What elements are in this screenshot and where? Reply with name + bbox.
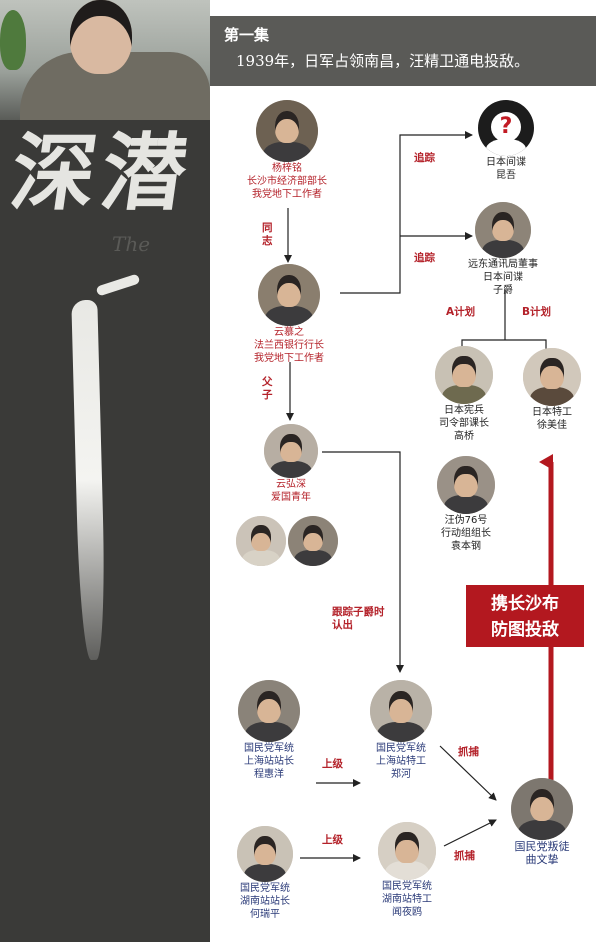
node-name: 杨梓铭 xyxy=(272,163,302,174)
edge-label-shangji-2: 上级 xyxy=(322,834,343,846)
edge-label-zhuizong-1: 追踪 xyxy=(414,152,435,164)
edge-label-zhuabu-1: 抓捕 xyxy=(458,746,479,758)
avatar-woman xyxy=(236,516,286,566)
edge-label-track-note: 跟踪子爵时认出 xyxy=(332,606,385,631)
edge-label-plan-a: A计划 xyxy=(446,306,476,318)
poster-title: 深潜 xyxy=(5,123,200,222)
avatar xyxy=(523,348,581,406)
unknown-person-icon: ? xyxy=(478,100,534,156)
poster-panel: 深潜 The xyxy=(0,0,210,942)
poster-plant xyxy=(0,10,26,70)
node-yunmu: 云慕之 法兰西银行行长 我党地下工作者 xyxy=(234,264,344,365)
avatar xyxy=(475,202,531,258)
edge-label-fuzi: 父子 xyxy=(262,376,273,401)
node-he: 国民党军统 湖南站站长 何瑞平 xyxy=(222,826,308,921)
node-gaoqiao: 日本宪兵 司令部课长 高桥 xyxy=(424,346,504,443)
node-yunhong: 云弘深 爱国青年 xyxy=(246,424,336,504)
poster-subtitle: The xyxy=(112,232,151,256)
edge-label-zhuizong-2: 追踪 xyxy=(414,252,435,264)
avatar xyxy=(437,456,495,514)
node-kunwu: ? 日本间谍 昆吾 xyxy=(466,100,546,182)
avatar xyxy=(237,826,293,882)
edge-label-shangji-1: 上级 xyxy=(322,758,343,770)
edge-label-plan-b: B计划 xyxy=(522,306,552,318)
node-yang: 杨梓铭 长沙市经济部部长 我党地下工作者 xyxy=(232,100,342,201)
defect-callout-box: 携长沙布 防图投敌 xyxy=(466,585,584,647)
node-wen: 国民党军统 湖南站特工 闻夜鸥 xyxy=(364,822,450,919)
brush-stroke xyxy=(71,299,107,661)
avatar xyxy=(264,424,318,478)
edge-wen-qu xyxy=(443,819,497,847)
poster-figure-head xyxy=(70,0,132,74)
avatar xyxy=(258,264,320,326)
node-qu: 国民党叛徒 曲文挚 xyxy=(500,778,584,866)
avatar xyxy=(378,822,436,880)
avatar xyxy=(256,100,318,162)
node-zijue: 远东通讯局董事 日本间谍 子爵 xyxy=(448,202,558,297)
episode-title: 第一集 xyxy=(224,26,270,44)
edge-label-tongzhi: 同志 xyxy=(262,222,273,247)
node-xu: 日本特工 徐美佳 xyxy=(512,348,592,432)
avatar xyxy=(511,778,573,840)
avatar xyxy=(238,680,300,742)
edge-label-zhuabu-2: 抓捕 xyxy=(454,850,475,862)
node-zheng: 国民党军统 上海站特工 郑河 xyxy=(358,680,444,781)
brush-stroke-accent xyxy=(95,273,141,297)
avatar xyxy=(370,680,432,742)
episode-banner: 第一集 1939年，日军占领南昌，汪精卫通电投敌。 xyxy=(210,16,596,86)
avatar xyxy=(435,346,493,404)
poster-photo xyxy=(0,0,210,120)
avatar-young-man xyxy=(288,516,338,566)
episode-description: 1939年，日军占领南昌，汪精卫通电投敌。 xyxy=(236,52,530,70)
node-cheng: 国民党军统 上海站站长 程惠洋 xyxy=(226,680,312,781)
node-yuan: 汪伪76号 行动组组长 袁本钢 xyxy=(426,456,506,553)
